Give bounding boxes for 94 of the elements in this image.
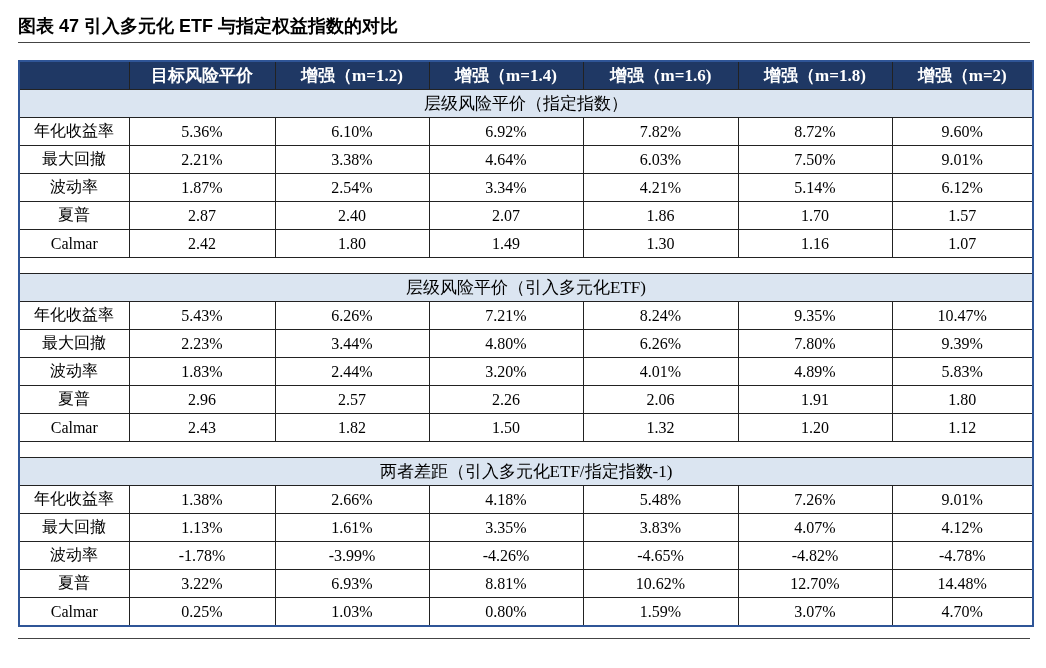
value-cell: 2.26: [429, 385, 583, 414]
value-cell: 2.40: [275, 201, 429, 230]
value-cell: 1.16: [738, 229, 892, 258]
value-cell: 4.80%: [429, 329, 583, 358]
value-cell: 1.83%: [129, 357, 275, 386]
value-cell: 1.70: [738, 201, 892, 230]
value-cell: 3.35%: [429, 513, 583, 542]
value-cell: 8.24%: [583, 301, 738, 330]
column-header: 增强（m=1.8): [738, 61, 892, 90]
value-cell: 2.23%: [129, 329, 275, 358]
value-cell: 3.83%: [583, 513, 738, 542]
row-label: 夏普: [19, 385, 129, 414]
figure-title: 图表 47 引入多元化 ETF 与指定权益指数的对比: [18, 15, 399, 38]
value-cell: 4.89%: [738, 357, 892, 386]
row-label: 最大回撤: [19, 329, 129, 358]
value-cell: 1.38%: [129, 485, 275, 514]
value-cell: -4.82%: [738, 541, 892, 570]
section-header: 两者差距（引入多元化ETF/指定指数-1): [19, 457, 1033, 486]
row-label: Calmar: [19, 413, 129, 442]
value-cell: 3.38%: [275, 145, 429, 174]
value-cell: 10.62%: [583, 569, 738, 598]
value-cell: 1.13%: [129, 513, 275, 542]
row-label: Calmar: [19, 229, 129, 258]
value-cell: 3.44%: [275, 329, 429, 358]
value-cell: 5.48%: [583, 485, 738, 514]
value-cell: 7.50%: [738, 145, 892, 174]
row-label: 波动率: [19, 357, 129, 386]
value-cell: 7.26%: [738, 485, 892, 514]
value-cell: 8.81%: [429, 569, 583, 598]
value-cell: -3.99%: [275, 541, 429, 570]
value-cell: 1.61%: [275, 513, 429, 542]
value-cell: 8.72%: [738, 117, 892, 146]
value-cell: 3.20%: [429, 357, 583, 386]
value-cell: 2.43: [129, 413, 275, 442]
value-cell: 1.87%: [129, 173, 275, 202]
column-header: 增强（m=1.4): [429, 61, 583, 90]
value-cell: -4.65%: [583, 541, 738, 570]
value-cell: -1.78%: [129, 541, 275, 570]
value-cell: 6.03%: [583, 145, 738, 174]
value-cell: 7.80%: [738, 329, 892, 358]
value-cell: 1.91: [738, 385, 892, 414]
value-cell: 1.49: [429, 229, 583, 258]
value-cell: 2.42: [129, 229, 275, 258]
value-cell: 12.70%: [738, 569, 892, 598]
value-cell: 5.14%: [738, 173, 892, 202]
value-cell: 1.80: [275, 229, 429, 258]
column-header: 增强（m=1.6): [583, 61, 738, 90]
value-cell: 2.57: [275, 385, 429, 414]
value-cell: 6.92%: [429, 117, 583, 146]
value-cell: 2.66%: [275, 485, 429, 514]
value-cell: 1.30: [583, 229, 738, 258]
value-cell: 5.43%: [129, 301, 275, 330]
value-cell: 4.01%: [583, 357, 738, 386]
row-label: 年化收益率: [19, 301, 129, 330]
value-cell: 1.86: [583, 201, 738, 230]
value-cell: 2.07: [429, 201, 583, 230]
value-cell: 1.50: [429, 413, 583, 442]
column-header: 增强（m=2): [892, 61, 1033, 90]
value-cell: 3.22%: [129, 569, 275, 598]
value-cell: 4.21%: [583, 173, 738, 202]
value-cell: 2.54%: [275, 173, 429, 202]
value-cell: 4.07%: [738, 513, 892, 542]
value-cell: 2.96: [129, 385, 275, 414]
value-cell: 2.21%: [129, 145, 275, 174]
value-cell: 2.87: [129, 201, 275, 230]
value-cell: 6.10%: [275, 117, 429, 146]
row-label: 年化收益率: [19, 117, 129, 146]
value-cell: 1.20: [738, 413, 892, 442]
value-cell: 2.06: [583, 385, 738, 414]
value-cell: 7.82%: [583, 117, 738, 146]
value-cell: 5.36%: [129, 117, 275, 146]
value-cell: 9.35%: [738, 301, 892, 330]
value-cell: 4.18%: [429, 485, 583, 514]
value-cell: 4.64%: [429, 145, 583, 174]
column-header: 增强（m=1.2): [275, 61, 429, 90]
value-cell: -4.26%: [429, 541, 583, 570]
value-cell: 1.32: [583, 413, 738, 442]
row-label: 年化收益率: [19, 485, 129, 514]
value-cell: 1.82: [275, 413, 429, 442]
value-cell: 6.26%: [583, 329, 738, 358]
row-label: 波动率: [19, 541, 129, 570]
row-label: 夏普: [19, 201, 129, 230]
value-cell: 6.26%: [275, 301, 429, 330]
row-label: 最大回撤: [19, 513, 129, 542]
column-header: 目标风险平价: [129, 61, 275, 90]
section-header: 层级风险平价（引入多元化ETF): [19, 273, 1033, 302]
value-cell: 7.21%: [429, 301, 583, 330]
section-header: 层级风险平价（指定指数）: [19, 89, 1033, 118]
row-label: 夏普: [19, 569, 129, 598]
value-cell: 2.44%: [275, 357, 429, 386]
row-label: 波动率: [19, 173, 129, 202]
value-cell: 6.93%: [275, 569, 429, 598]
row-label: 最大回撤: [19, 145, 129, 174]
value-cell: 3.34%: [429, 173, 583, 202]
